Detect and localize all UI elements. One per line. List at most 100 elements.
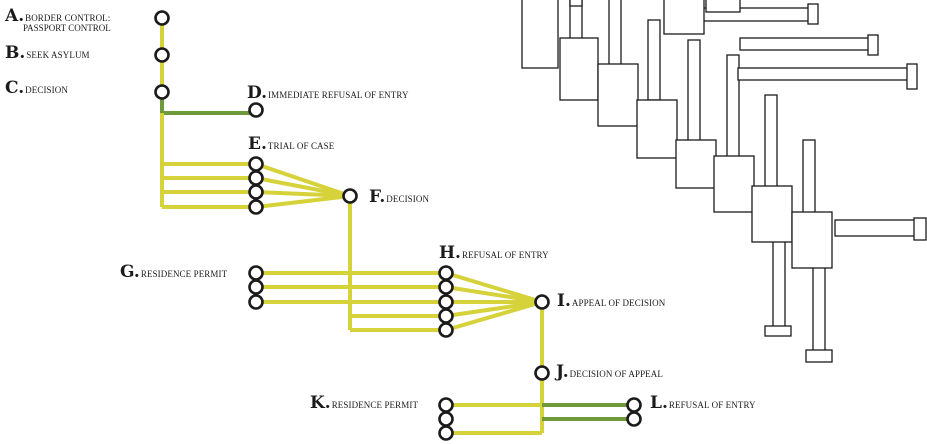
step-b-label: B.SEEK ASYLUM — [5, 45, 90, 62]
step-e-letter: E. — [248, 134, 267, 154]
building-block-17 — [913, 217, 927, 241]
connector-h-to-i-5 — [445, 300, 543, 332]
building-block-15 — [867, 34, 879, 56]
step-g-letter: G. — [120, 262, 140, 282]
connector-e-to-f-2 — [255, 176, 351, 198]
step-i-text: APPEAL OF DECISION — [571, 298, 666, 308]
node-k-1 — [438, 397, 454, 413]
node-l-1 — [626, 397, 642, 413]
step-b-letter: B. — [5, 43, 26, 63]
node-g-2 — [248, 279, 264, 295]
node-c — [154, 84, 170, 100]
node-e-2 — [248, 170, 264, 186]
flow-connectors — [160, 18, 634, 435]
node-k-2 — [438, 411, 454, 427]
building-block-23 — [713, 155, 755, 213]
building-block-2 — [608, 0, 622, 69]
step-i-label: I.APPEAL OF DECISION — [557, 293, 665, 310]
node-g-1 — [248, 265, 264, 281]
building-block-18 — [521, 0, 559, 69]
step-d-text: IMMEDIATE REFUSAL OF ENTRY — [268, 90, 409, 100]
step-b-text: SEEK ASYLUM — [26, 50, 90, 60]
building-block-11 — [739, 37, 871, 51]
node-j — [534, 365, 550, 381]
connector-c-to-d — [160, 92, 258, 115]
step-h-label: H.REFUSAL OF ENTRY — [439, 245, 549, 262]
connector-e-to-f-3 — [255, 190, 351, 198]
node-k-3 — [438, 425, 454, 441]
step-g-label: G.RESIDENCE PERMIT — [120, 264, 227, 281]
building-plan-illustration — [521, 0, 927, 363]
step-e-label: E.TRIAL OF CASE — [248, 136, 334, 153]
connector-e-to-f-1 — [255, 162, 351, 198]
node-g-3 — [248, 294, 264, 310]
building-block-16 — [906, 63, 918, 90]
step-a-letter: A. — [5, 6, 25, 26]
building-block-19 — [559, 37, 599, 101]
step-c-text: DECISION — [25, 85, 68, 95]
node-e-3 — [248, 184, 264, 200]
step-c-letter: C. — [5, 78, 25, 98]
building-block-27 — [705, 0, 741, 13]
building-block-21 — [636, 99, 678, 159]
building-block-28 — [764, 325, 792, 337]
building-block-24 — [751, 185, 793, 243]
building-block-8 — [772, 239, 786, 331]
node-b — [154, 47, 170, 63]
building-block-3 — [647, 19, 661, 101]
step-k-text: RESIDENCE PERMIT — [331, 400, 419, 410]
step-d-label: D.IMMEDIATE REFUSAL OF ENTRY — [247, 85, 409, 102]
building-block-9 — [812, 264, 826, 356]
step-a-text-line2: PASSPORT CONTROL — [23, 23, 111, 33]
step-l-label: L.REFUSAL OF ENTRY — [650, 395, 756, 412]
step-k-label: K.RESIDENCE PERMIT — [310, 395, 418, 412]
building-block-14 — [807, 3, 819, 25]
node-e-4 — [248, 199, 264, 215]
building-block-29 — [805, 349, 833, 363]
connector-e-to-f-4 — [255, 194, 351, 209]
step-l-text: REFUSAL OF ENTRY — [668, 400, 756, 410]
building-block-20 — [597, 63, 639, 127]
step-j-letter: J. — [556, 362, 569, 382]
node-h-2 — [438, 279, 454, 295]
step-c-label: C.DECISION — [5, 80, 68, 97]
step-i-letter: I. — [557, 291, 571, 311]
step-f-letter: F. — [369, 187, 386, 207]
step-d-letter: D. — [247, 83, 268, 103]
step-f-text: DECISION — [386, 194, 430, 204]
connector-h-to-i-1 — [445, 271, 543, 304]
node-h-3 — [438, 294, 454, 310]
building-block-25 — [791, 211, 833, 269]
flow-nodes — [154, 10, 642, 441]
step-f-label: F.DECISION — [369, 189, 429, 206]
node-h-5 — [438, 322, 454, 338]
step-k-letter: K. — [310, 393, 331, 413]
step-a-text: BORDER CONTROL: — [25, 13, 111, 23]
node-e-1 — [248, 156, 264, 172]
building-block-12 — [737, 67, 909, 81]
building-block-26 — [663, 0, 705, 35]
node-h-4 — [438, 308, 454, 324]
node-h-1 — [438, 265, 454, 281]
step-h-letter: H. — [439, 243, 461, 263]
building-block-4 — [687, 39, 701, 151]
step-j-text: DECISION OF APPEAL — [569, 369, 663, 379]
building-block-22 — [675, 139, 717, 189]
step-e-text: TRIAL OF CASE — [267, 141, 335, 151]
step-l-letter: L. — [650, 393, 668, 413]
node-a — [154, 10, 170, 26]
step-g-text: RESIDENCE PERMIT — [140, 269, 228, 279]
connector-h-to-i-4 — [445, 300, 543, 318]
building-block-13 — [834, 219, 916, 237]
step-j-label: J.DECISION OF APPEAL — [556, 364, 663, 381]
node-i — [534, 294, 550, 310]
step-h-text: REFUSAL OF ENTRY — [461, 250, 549, 260]
connector-h-to-i-2 — [445, 285, 543, 304]
node-f — [342, 188, 358, 204]
step-a-label: A.BORDER CONTROL: PASSPORT CONTROL — [5, 6, 111, 33]
node-d — [248, 102, 264, 118]
node-l-2 — [626, 411, 642, 427]
building-block-30 — [569, 0, 583, 7]
